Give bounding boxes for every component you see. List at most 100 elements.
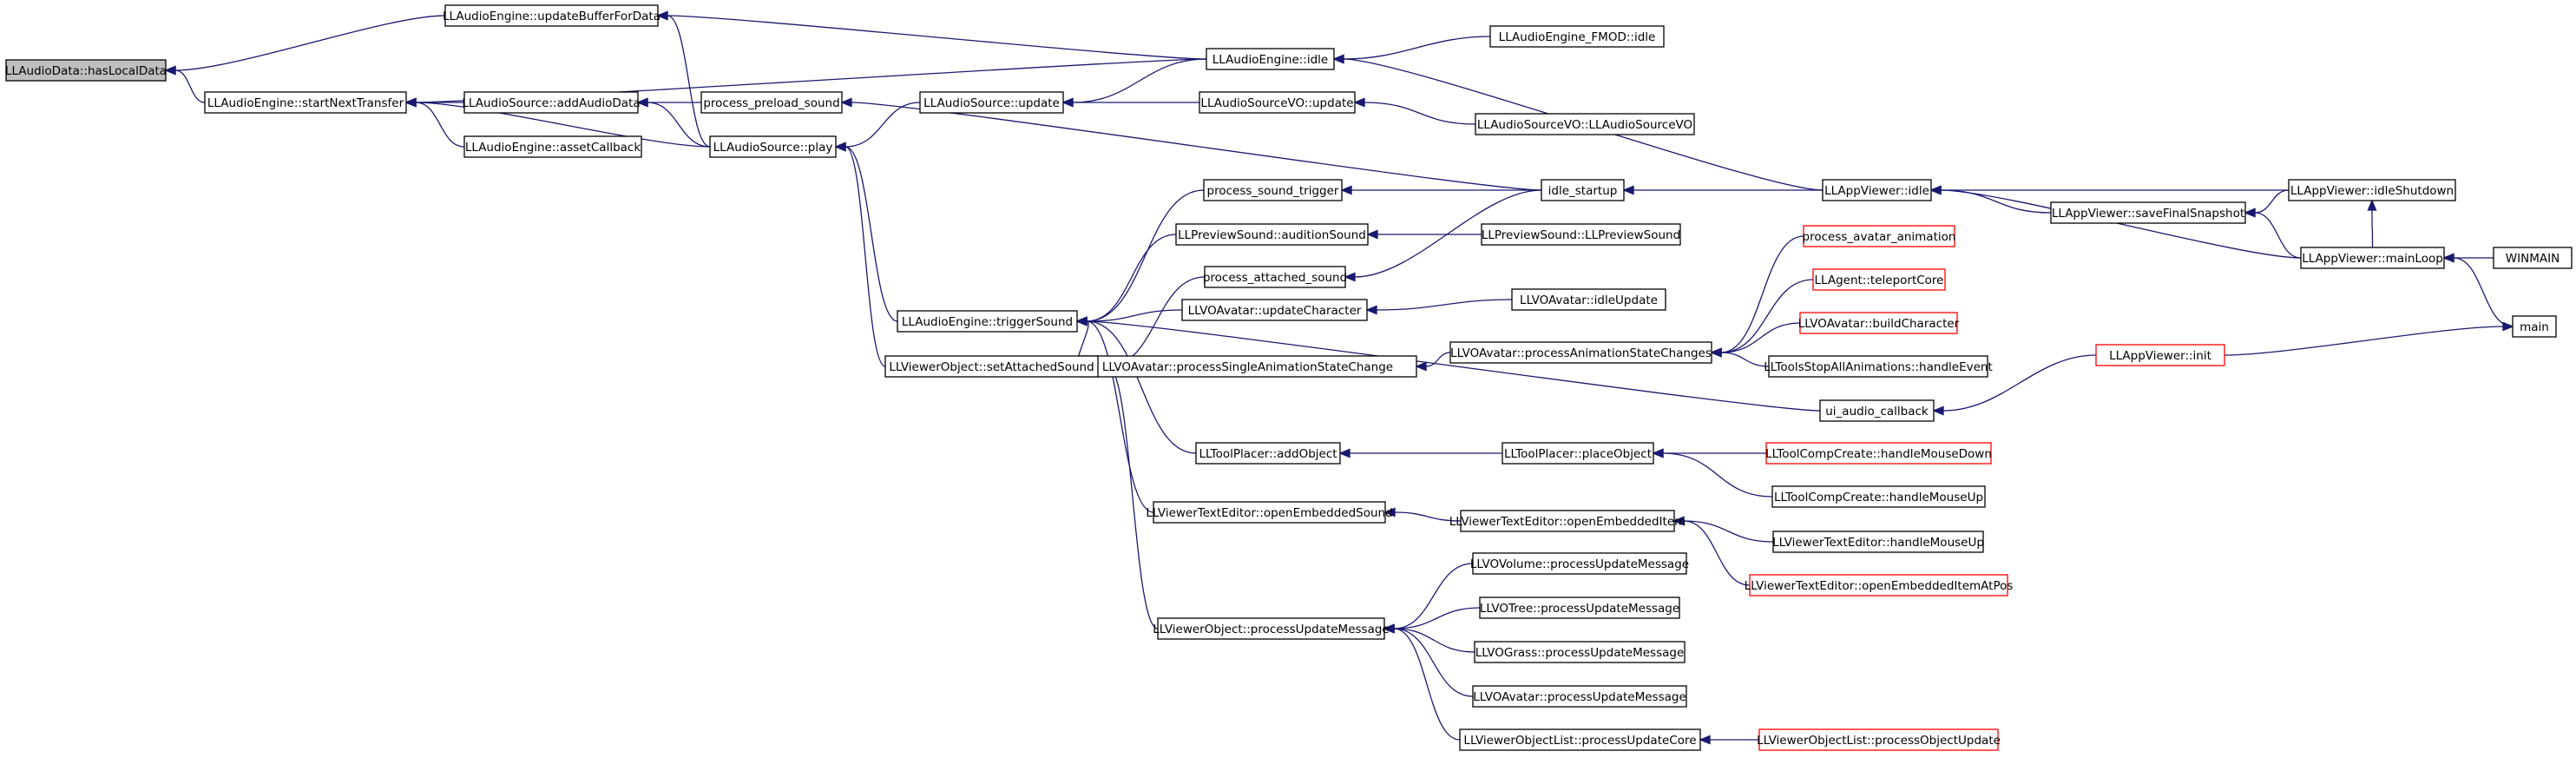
node-box[interactable]: [1475, 113, 1695, 135]
node-addAudioData[interactable]: LLAudioSource::addAudioData: [462, 91, 641, 114]
node-box[interactable]: [2095, 344, 2225, 366]
node-box[interactable]: [1771, 485, 1986, 508]
node-box[interactable]: [1157, 617, 1385, 640]
node-box[interactable]: [1181, 299, 1368, 321]
node-placeObject[interactable]: LLToolPlacer::placeObject: [1502, 442, 1654, 465]
node-box[interactable]: [1819, 399, 1935, 422]
node-objectUpdate[interactable]: LLViewerObjectList::processObjectUpdate: [1757, 728, 2001, 751]
node-uiAudio[interactable]: ui_audio_callback: [1819, 399, 1935, 422]
node-box[interactable]: [1195, 442, 1341, 465]
node-box[interactable]: [1758, 728, 1999, 751]
node-previewCtor[interactable]: LLPreviewSound::LLPreviewSound: [1481, 223, 1681, 246]
node-box[interactable]: [1511, 288, 1666, 311]
node-teleportCore[interactable]: LLAgent::teleportCore: [1812, 268, 1946, 291]
node-compMouseUp[interactable]: LLToolCompCreate::handleMouseUp: [1771, 485, 1986, 508]
node-processSingle[interactable]: LLVOAvatar::processSingleAnimationStateC…: [1078, 355, 1417, 378]
node-box[interactable]: [1489, 25, 1665, 48]
node-box[interactable]: [1449, 341, 1712, 364]
node-box[interactable]: [1204, 266, 1346, 288]
node-box[interactable]: [1206, 48, 1335, 70]
node-box[interactable]: [2050, 201, 2246, 224]
node-objUpdate[interactable]: LLViewerObject::processUpdateMessage: [1153, 617, 1390, 640]
node-box[interactable]: [463, 91, 639, 114]
node-attachedSound[interactable]: process_attached_sound: [1203, 266, 1347, 288]
node-main[interactable]: main: [2512, 315, 2557, 338]
node-box[interactable]: [1822, 179, 1932, 201]
node-appIdle[interactable]: LLAppViewer::idle: [1822, 179, 1932, 201]
node-stopAllAnim[interactable]: LLToolsStopAllAnimations::handleEvent: [1764, 355, 1993, 378]
node-idleStartup[interactable]: idle_startup: [1541, 179, 1625, 201]
node-box[interactable]: [700, 91, 843, 114]
node-box[interactable]: [1175, 223, 1369, 246]
node-updateCore[interactable]: LLViewerObjectList::processUpdateCore: [1459, 728, 1701, 751]
node-engineIdle[interactable]: LLAudioEngine::idle: [1206, 48, 1335, 70]
node-voUpdate[interactable]: LLAudioSourceVO::update: [1199, 91, 1356, 114]
node-box[interactable]: [1203, 179, 1343, 201]
node-voCtor[interactable]: LLAudioSourceVO::LLAudioSourceVO: [1475, 113, 1695, 135]
node-openEmbItem[interactable]: LLViewerTextEditor::openEmbeddedItem: [1449, 510, 1686, 532]
node-appInit[interactable]: LLAppViewer::init: [2095, 344, 2225, 366]
node-tedMouseUp[interactable]: LLViewerTextEditor::handleMouseUp: [1772, 531, 1984, 553]
node-soundTrigger[interactable]: process_sound_trigger: [1203, 179, 1343, 201]
node-grassUpdate[interactable]: LLVOGrass::processUpdateMessage: [1474, 641, 1686, 663]
node-box[interactable]: [1749, 574, 2008, 597]
node-box[interactable]: [2493, 247, 2573, 269]
node-box[interactable]: [1772, 531, 1984, 553]
node-openEmbSound[interactable]: LLViewerTextEditor::openEmbeddedSound: [1146, 501, 1393, 524]
node-box[interactable]: [1460, 510, 1675, 532]
node-box[interactable]: [709, 135, 837, 158]
node-setAttachedSound[interactable]: LLViewerObject::setAttachedSound: [884, 355, 1099, 378]
node-box[interactable]: [1765, 442, 1992, 465]
node-box[interactable]: [1153, 501, 1386, 524]
node-box[interactable]: [919, 91, 1064, 114]
node-box[interactable]: [1472, 685, 1687, 708]
node-updateCharacter[interactable]: LLVOAvatar::updateCharacter: [1181, 299, 1368, 321]
node-box[interactable]: [1812, 268, 1946, 291]
node-box[interactable]: [884, 355, 1099, 378]
node-box[interactable]: [1199, 91, 1356, 114]
node-openEmbItemAtPos[interactable]: LLViewerTextEditor::openEmbeddedItemAtPo…: [1745, 574, 2014, 597]
node-box[interactable]: [1799, 312, 1958, 334]
node-winmain[interactable]: WINMAIN: [2493, 247, 2573, 269]
node-box[interactable]: [897, 310, 1078, 333]
node-treeUpdate[interactable]: LLVOTree::processUpdateMessage: [1479, 597, 1680, 619]
node-compMouseDown[interactable]: LLToolCompCreate::handleMouseDown: [1765, 442, 1992, 465]
node-box[interactable]: [2300, 247, 2445, 269]
node-startNextTransfer[interactable]: LLAudioEngine::startNextTransfer: [204, 91, 407, 114]
node-idleShutdown[interactable]: LLAppViewer::idleShutdown: [2288, 179, 2456, 201]
node-box[interactable]: [5, 59, 167, 82]
node-box[interactable]: [1078, 355, 1417, 378]
node-box[interactable]: [1768, 355, 1988, 378]
node-box[interactable]: [1472, 552, 1687, 575]
node-fmodIdle[interactable]: LLAudioEngine_FMOD::idle: [1489, 25, 1665, 48]
node-box[interactable]: [1459, 728, 1701, 751]
node-box[interactable]: [1481, 223, 1681, 246]
node-hasLocalData[interactable]: LLAudioData::hasLocalData: [5, 59, 167, 82]
node-mainLoop[interactable]: LLAppViewer::mainLoop: [2300, 247, 2445, 269]
node-box[interactable]: [204, 91, 407, 114]
node-avatarAnim[interactable]: process_avatar_animation: [1803, 225, 1956, 247]
node-auditionSound[interactable]: LLPreviewSound::auditionSound: [1175, 223, 1369, 246]
node-avatarUpdate[interactable]: LLVOAvatar::processUpdateMessage: [1472, 685, 1687, 708]
node-assetCallback[interactable]: LLAudioEngine::assetCallback: [463, 135, 642, 158]
node-buildCharacter[interactable]: LLVOAvatar::buildCharacter: [1798, 312, 1960, 334]
node-box[interactable]: [1502, 442, 1654, 465]
node-saveSnapshot[interactable]: LLAppViewer::saveFinalSnapshot: [2050, 201, 2246, 224]
node-processAnim[interactable]: LLVOAvatar::processAnimationStateChanges: [1449, 341, 1712, 364]
node-box[interactable]: [2288, 179, 2456, 201]
node-box[interactable]: [2512, 315, 2557, 338]
node-addObject[interactable]: LLToolPlacer::addObject: [1195, 442, 1341, 465]
node-preload[interactable]: process_preload_sound: [700, 91, 843, 114]
node-updateBufferForData[interactable]: LLAudioEngine::updateBufferForData: [443, 4, 660, 27]
node-triggerSound[interactable]: LLAudioEngine::triggerSound: [897, 310, 1078, 333]
node-box[interactable]: [444, 4, 659, 27]
node-box[interactable]: [1479, 597, 1680, 619]
node-box[interactable]: [1803, 225, 1955, 247]
node-box[interactable]: [1541, 179, 1625, 201]
node-srcUpdate[interactable]: LLAudioSource::update: [919, 91, 1064, 114]
node-volumeUpdate[interactable]: LLVOVolume::processUpdateMessage: [1470, 552, 1689, 575]
node-play[interactable]: LLAudioSource::play: [709, 135, 837, 158]
node-idleUpdate[interactable]: LLVOAvatar::idleUpdate: [1511, 288, 1666, 311]
node-box[interactable]: [1474, 641, 1686, 663]
node-box[interactable]: [463, 135, 642, 158]
